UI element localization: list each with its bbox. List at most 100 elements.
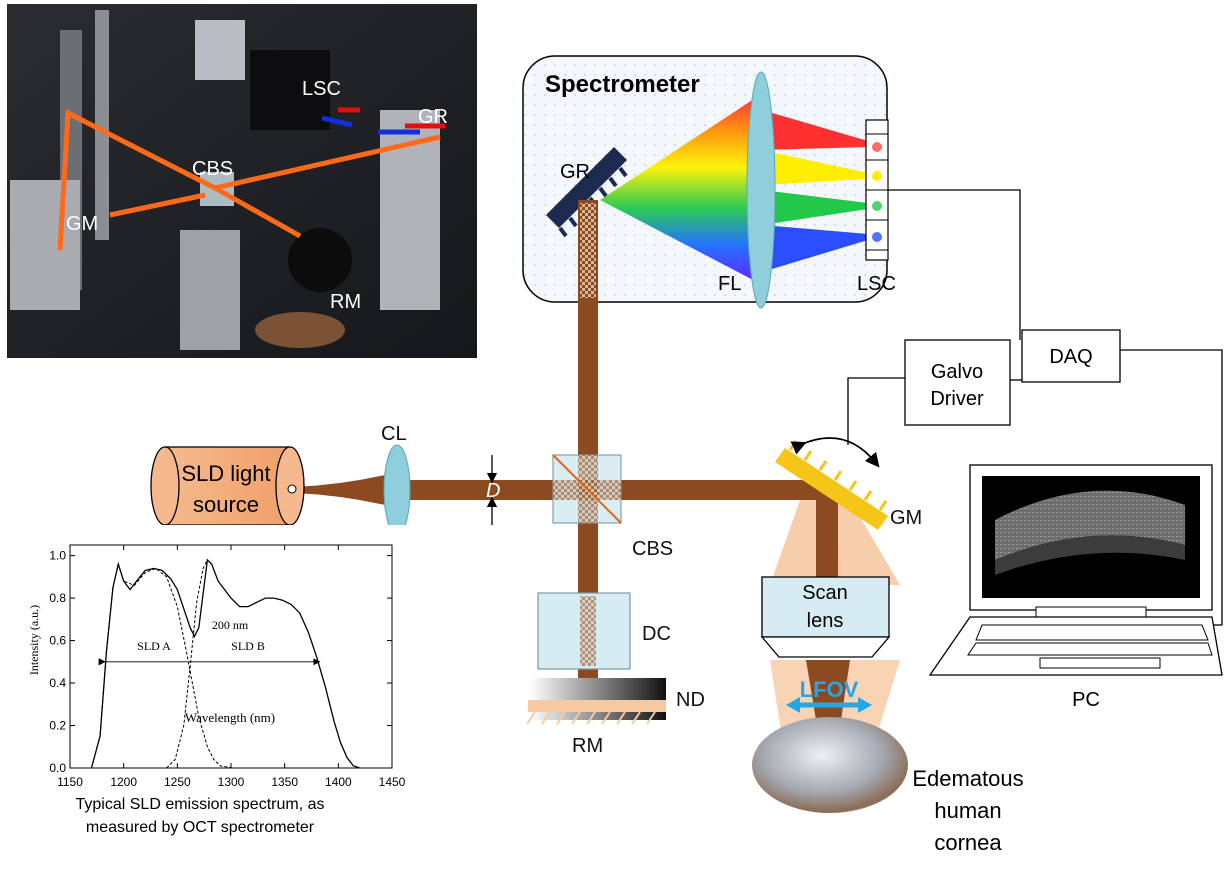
scan-beam-right xyxy=(820,500,900,585)
photo-label-gm: GM xyxy=(66,213,98,235)
photo-label-lsc: LSC xyxy=(302,78,341,100)
chart-bandwidth-label: 200 nm xyxy=(212,618,249,632)
chart-y-tick-label: 0.0 xyxy=(49,761,66,775)
photo-camera xyxy=(250,50,330,130)
chart-y-tick-label: 0.6 xyxy=(49,634,66,648)
scan-lens xyxy=(760,576,891,658)
ref-mirror-label: RM xyxy=(572,735,603,757)
focusing-lens xyxy=(746,71,776,309)
sample-beam xyxy=(816,492,838,585)
nd-filter-label: ND xyxy=(676,689,705,711)
spectrum-chart: 1150 1200 1250 1300 1350 1400 1450 0.0 0.2 0.4 0.6… xyxy=(22,525,407,789)
photo-post xyxy=(95,10,109,240)
photo-mount xyxy=(288,228,352,292)
beam-yellow xyxy=(762,150,868,185)
source-aperture xyxy=(287,484,297,494)
photo-beam xyxy=(213,185,302,239)
dispersion-comp-label: DC xyxy=(642,623,671,645)
oct-image xyxy=(995,490,1185,560)
galvo-driver-label-line2: Driver xyxy=(930,388,984,410)
chart-series-line-0 xyxy=(90,558,361,769)
galvo-driver-label-line1: Galvo xyxy=(931,361,983,383)
dispersed-light xyxy=(600,97,757,282)
source-body xyxy=(165,447,290,525)
setup-photo: LSC GR CBS GM RM xyxy=(7,4,477,358)
beam-pattern xyxy=(580,203,596,298)
beam-blue xyxy=(762,225,868,272)
beam-green xyxy=(762,190,868,225)
laptop-touchpad xyxy=(1039,657,1161,669)
galvo-mirror xyxy=(775,437,888,530)
galvo-mirror-label: GM xyxy=(890,507,922,529)
line-scan-camera xyxy=(865,119,889,261)
collimator-label: CL xyxy=(381,423,407,445)
photo-stage xyxy=(10,180,80,310)
source-cap xyxy=(150,446,180,526)
dispersion-compensator xyxy=(537,592,631,670)
laptop-keys-row2 xyxy=(967,642,1213,656)
daq-label: DAQ xyxy=(1049,346,1092,368)
chart-x-tick-label: 1450 xyxy=(379,775,406,789)
laptop-hinge xyxy=(1035,606,1147,618)
beam-red xyxy=(762,110,868,150)
reference-mirror xyxy=(526,700,666,725)
fov-arrow xyxy=(786,697,872,713)
chart-y-tick-label: 0.4 xyxy=(49,676,66,690)
beamsplitter-cube xyxy=(552,454,622,524)
photo-marker-blue xyxy=(321,115,353,128)
camera-label: LSC xyxy=(857,273,896,295)
fov-label: LFOV xyxy=(800,677,859,702)
chart-x-tick-label: 1250 xyxy=(164,775,191,789)
oct-image-layer xyxy=(995,535,1185,575)
beam-diameter-label: D xyxy=(486,480,500,502)
sample-label-line2: human xyxy=(934,798,1001,823)
beamsplitter-label: CBS xyxy=(632,538,673,560)
nd-filter xyxy=(530,678,666,720)
chart-background xyxy=(22,525,407,787)
spectrum-caption-line2: measured by OCT spectrometer xyxy=(86,819,315,836)
photo-post xyxy=(180,230,240,350)
chart-series-line-2 xyxy=(166,559,208,769)
galvo-driver-box xyxy=(904,339,1011,426)
scan-lens-label-line2: lens xyxy=(807,610,844,632)
grating-label: GR xyxy=(560,161,590,183)
chart-sld-a-label: SLD A xyxy=(137,639,171,653)
spectrum-caption-line1: Typical SLD emission spectrum, as xyxy=(76,796,325,813)
pc-label: PC xyxy=(1072,689,1100,711)
photo-beam xyxy=(57,109,217,251)
sample-label-line1: Edematous xyxy=(912,766,1023,791)
chart-y-tick-label: 0.2 xyxy=(49,719,66,733)
chart-sld-b-label: SLD B xyxy=(231,639,265,653)
chart-plot-area: 1150 1200 1250 1300 1350 1400 1450 0.0 0.2 0.4 0.6… xyxy=(49,544,406,789)
photo-base xyxy=(255,312,345,348)
spectrometer: Spectrometer GR FL LSC xyxy=(522,55,896,309)
laptop-keys-row1 xyxy=(975,624,1209,641)
sld-source: SLD light source xyxy=(150,446,305,526)
laptop xyxy=(928,464,1223,676)
chart-x-tick-label: 1350 xyxy=(271,775,298,789)
scan-lens-label-line1: Scan xyxy=(802,582,848,604)
photo-beam xyxy=(109,192,206,218)
source-label-line1: SLD light xyxy=(181,461,270,486)
chart-xlabel: Wavelength (nm) xyxy=(185,710,275,725)
chart-y-tick-label: 0.8 xyxy=(49,591,66,605)
photo-card xyxy=(195,20,245,80)
photo-label-cbs: CBS xyxy=(192,158,233,180)
chart-ylabel: Intensity (a.u.) xyxy=(27,605,41,675)
collimating-lens xyxy=(383,444,411,536)
chart-x-tick-label: 1400 xyxy=(325,775,352,789)
photo-beam xyxy=(214,134,441,191)
wiring xyxy=(847,189,1223,626)
cornea-image xyxy=(752,717,908,813)
spectrometer-title: Spectrometer xyxy=(545,71,700,98)
chart-y-tick-label: 1.0 xyxy=(49,549,66,563)
chart-x-tick-label: 1150 xyxy=(57,775,83,789)
photo-label-rm: RM xyxy=(330,291,361,313)
chart-x-tick-label: 1300 xyxy=(218,775,245,789)
lens-label: FL xyxy=(718,273,741,295)
chart-x-tick-label: 1200 xyxy=(110,775,137,789)
source-label-line2: source xyxy=(193,492,259,517)
sample-label-line3: cornea xyxy=(934,830,1002,855)
